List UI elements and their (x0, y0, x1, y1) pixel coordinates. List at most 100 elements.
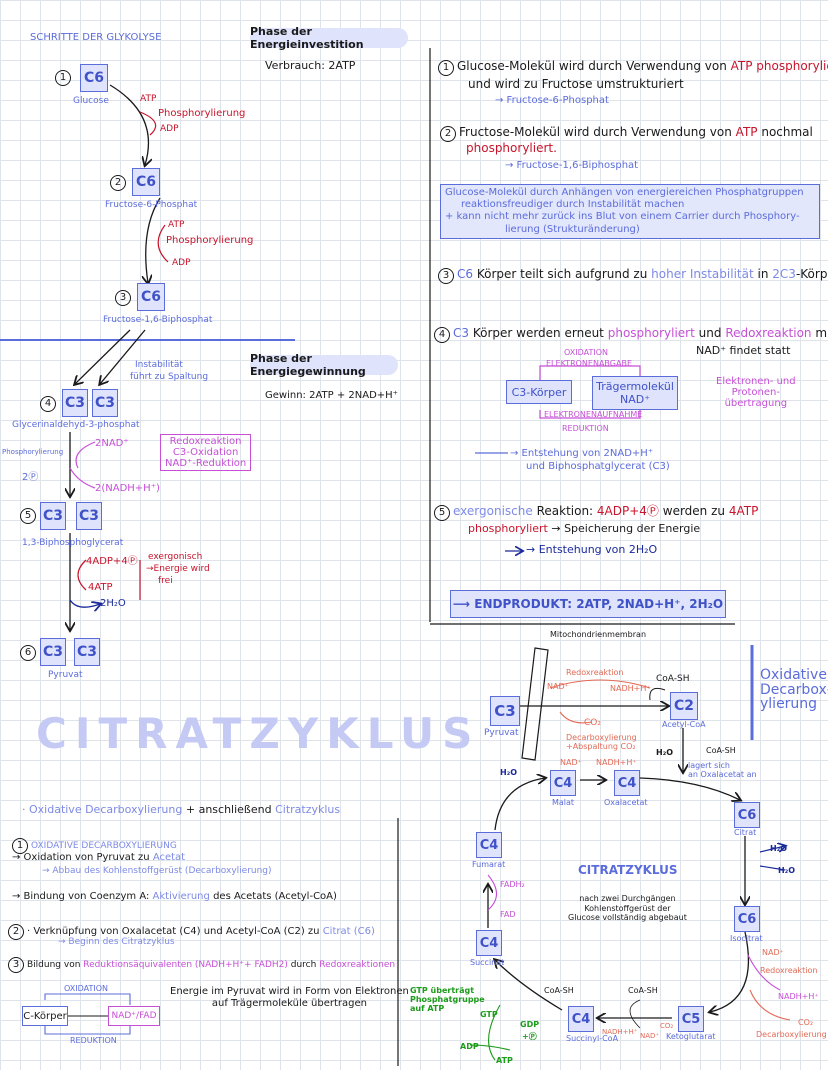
atp-label-2: ATP (168, 220, 185, 230)
succinate-c4-box: C4 (476, 930, 502, 956)
phase-gain-pill: Phase der Energiegewinnung (250, 352, 398, 378)
electron-uptake-label: ELEKTRONENAUFNAHME (544, 410, 643, 419)
attach-note: lagert sich an Oxalacetat an (688, 761, 757, 780)
co2-label-3: CO₂ (660, 1022, 674, 1030)
instability-label-2: führt zu Spaltung (130, 372, 209, 382)
step1-result: → Fructose-6-Phosphat (495, 95, 609, 106)
glycolysis-title: SCHRITTE DER GLYKOLYSE (30, 32, 162, 43)
ketoglutarate-c5-box: C5 (678, 1006, 704, 1032)
water-label: 2H₂O (100, 598, 126, 609)
redox-line-2: C3-Oxidation (172, 447, 239, 458)
step1-text-b: ATP phosphoryliert (730, 59, 828, 73)
fad-label: FAD (500, 910, 516, 919)
h2o-label-3: H₂O (770, 844, 787, 853)
acetyl-label: Acetyl-CoA (662, 720, 706, 729)
phosphorylation-label-2: Phosphorylierung (166, 235, 254, 246)
mini-reduction: REDUKTION (70, 1036, 117, 1045)
ox-line-1a: → Oxidation von Pyruvat zu (12, 852, 150, 863)
energy-note: Energie im Pyruvat wird in Form von Elek… (170, 986, 409, 1010)
oxdec-side-2: Decarbox- (760, 681, 828, 698)
end-product-box: ⟶ ENDPRODUKT: 2ATP, 2NAD+H⁺, 2H₂O (450, 590, 726, 618)
nad-label-4: NAD⁺ (640, 1032, 660, 1040)
succinyl-coa-c4-box: C4 (568, 1006, 594, 1032)
pyruvate-c3-cycle-box: C3 (490, 696, 520, 726)
step3-c: hoher Instabilität (651, 267, 754, 281)
intro-1: · Oxidative Decarboxylierung (22, 803, 183, 816)
succinate-label: Succinat (470, 958, 505, 967)
oxdec-side-3: ylierung (760, 696, 818, 713)
nadh-label-3: NADH+H⁺ (778, 992, 819, 1001)
nad-label-2: NAD⁺ (560, 758, 582, 767)
ox-line-1: → Oxidation von Pyruvat zu Acetat (12, 852, 185, 864)
f16bp-label: Fructose-1,6-Biphosphat (103, 315, 213, 325)
redox-box: Redoxreaktion C3-Oxidation NAD⁺-Reduktio… (160, 434, 252, 471)
exergonic-label-1: exergonisch (148, 552, 203, 562)
membrane-label: Mitochondrienmembran (550, 630, 647, 639)
step2-text-a: Fructose-Molekül wird durch Verwendung v… (459, 125, 732, 139)
decarb-note: Decarboxylierung +Abspaltung CO₂ (566, 733, 637, 752)
gtp-line-2: Phosphatgruppe (410, 995, 485, 1005)
exergonic-label-3: frei (158, 576, 173, 586)
step1-text-a: Glucose-Molekül wird durch Verwendung vo… (457, 59, 727, 73)
adp-label-1: ADP (160, 124, 179, 134)
co2-label-2: CO₂ (798, 1018, 814, 1027)
oxdec-side-label: Oxidative Decarbox- ylierung (760, 668, 828, 712)
step4-c: phosphoryliert (607, 326, 695, 340)
atp-label-1: ATP (140, 94, 157, 104)
pyruvate-cycle-label: Pyruvat (484, 728, 519, 738)
ox-line-3a: · Verknüpfung von Oxalacetat (C4) und Ac… (27, 926, 320, 937)
bpg-c3-box-a: C3 (40, 502, 66, 530)
step5-e: 4ATP (728, 504, 759, 518)
carrier-molecule-box: Trägermolekül NAD⁺ (592, 376, 678, 410)
step-number-6: 6 (20, 645, 39, 661)
nad-cycle-label: NAD⁺ (547, 682, 569, 691)
intro-2: + anschließend (185, 803, 272, 816)
step2-text-c: nochmal (761, 125, 813, 139)
nad-label-3: NAD⁺ (762, 948, 784, 957)
electron-release-label: ELEKTRONENABGABE (546, 359, 632, 368)
exergonic-label-2: →Energie wird (146, 564, 210, 574)
info-line-2: reaktionsfreudiger durch Instabilität ma… (461, 199, 685, 211)
nadh-label-2: NADH+H⁺ (596, 758, 637, 767)
oxdec-side-1: Oxidative (760, 667, 827, 683)
ox-line-2: → Bindung von Coenzym A: Aktivierung des… (12, 891, 337, 903)
step-number-3: 3 (115, 290, 134, 306)
nad-fad-box: NAD⁺/FAD (108, 1006, 160, 1026)
co2-cycle-label: CO₂ (584, 718, 601, 728)
ox-line-4c: durch (290, 960, 317, 970)
ox-line-3b: Citrat (C6) (322, 926, 375, 937)
phase-investment-pill: Phase der Energieinvestition (250, 25, 408, 51)
decarb-line-1: Decarboxylierung (566, 733, 637, 742)
intro-3: Citratzyklus (275, 803, 341, 816)
electron-transfer-note: Elektronen- und Protonen- übertragung (716, 376, 796, 409)
step4-e: Redoxreaktion (725, 326, 812, 340)
step5-a: exergonische (453, 504, 533, 518)
cycle-desc-3: Glucose vollständig abgebaut (568, 913, 687, 923)
fumarate-label: Fumarat (472, 860, 506, 869)
info-line-1: Glucose-Molekül durch Anhängen von energ… (445, 187, 804, 198)
nadh-label: 2(NADH+H⁺) (95, 483, 160, 494)
step4-result-2: und Biphosphatglycerat (C3) (526, 461, 670, 472)
step5-f: phosphoryliert (468, 522, 548, 535)
step2-text-b: ATP (735, 125, 758, 139)
ox-line-4d: Redoxreaktionen (319, 960, 396, 970)
cycle-center-label: CITRATZYKLUS (578, 863, 678, 877)
step-number-2: 2 (110, 175, 129, 191)
atp4-label: 4ATP (88, 582, 113, 593)
gtp-note: GTP überträgt Phosphatgruppe auf ATP (410, 986, 485, 1014)
two-p-label: 2Ⓟ (22, 472, 39, 483)
malate-label: Malat (552, 798, 575, 807)
attach-line-2: an Oxalacetat an (688, 769, 757, 779)
adp4-label: 4ADP+4Ⓟ (86, 556, 138, 567)
gtp-label: GTP (480, 1010, 498, 1019)
pyruvate-c3-box-a: C3 (40, 638, 66, 666)
nadh-label-4: NADH+H⁺ (602, 1028, 638, 1036)
energy-line-1: Energie im Pyruvat wird in Form von Elek… (170, 986, 409, 997)
step3-e: 2C3 (772, 267, 796, 281)
ox-line-1b: Acetat (152, 852, 186, 863)
gtp-line-3: auf ATP (410, 1004, 445, 1014)
h2o-label-4: H₂O (778, 866, 795, 875)
c3-body-box: C3-Körper (506, 380, 572, 404)
redox-line-1: Redoxreaktion (169, 436, 242, 447)
step2-result: → Fructose-1,6-Biphosphat (505, 160, 639, 171)
